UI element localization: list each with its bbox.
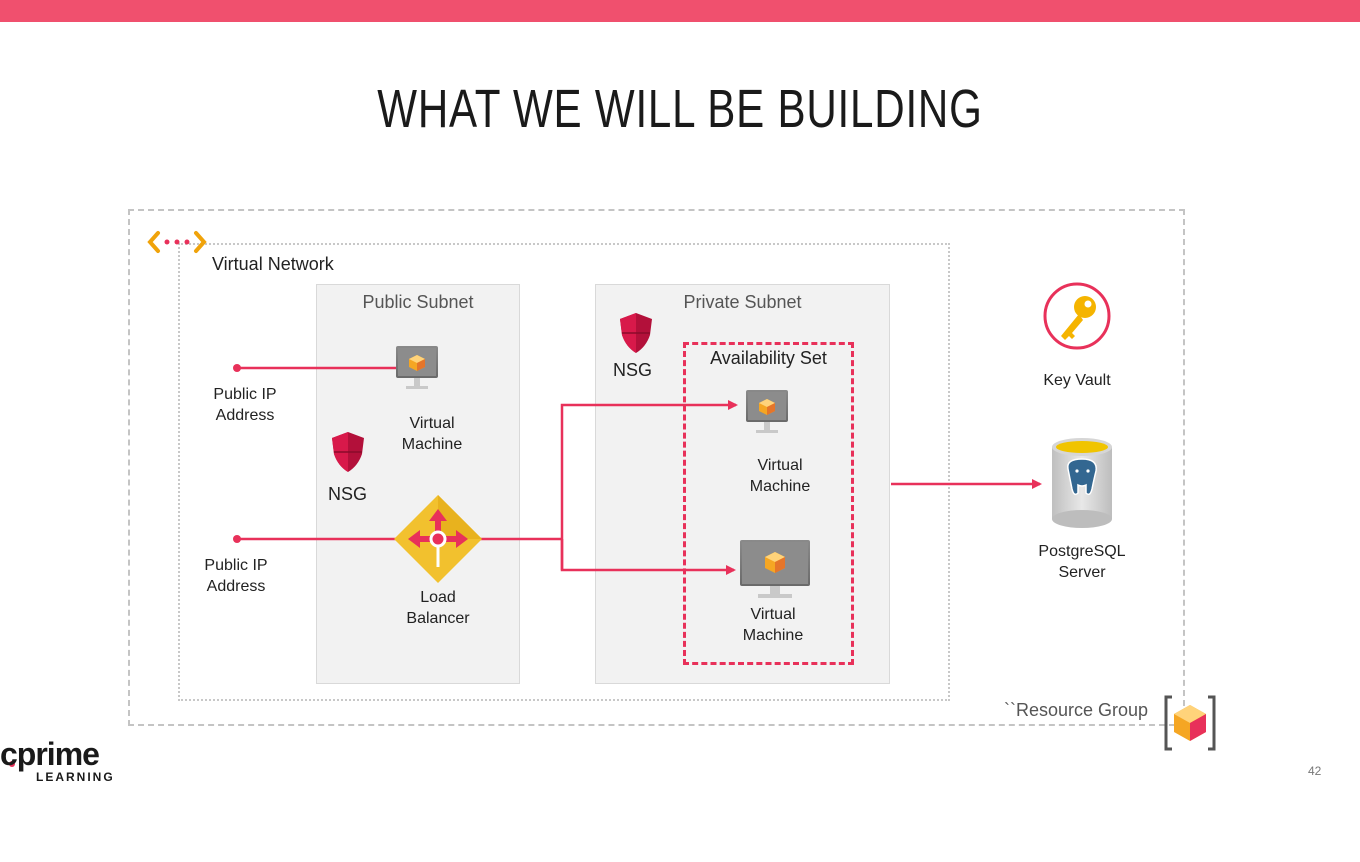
load-balancer-connectors xyxy=(478,400,738,575)
logo-main-text: cprime xyxy=(0,736,100,772)
resource-group-boundary xyxy=(128,209,1185,726)
virtual-network-icon xyxy=(147,231,207,253)
availability-set-box xyxy=(683,342,854,665)
postgresql-server-icon xyxy=(1052,438,1112,528)
public-ip-2-label: Public IP Address xyxy=(204,557,268,595)
vm-private-2-label: Virtual Machine xyxy=(742,606,804,644)
vm-private-1-label: Virtual Machine xyxy=(749,457,811,495)
nsg-private-shield-icon xyxy=(620,313,652,353)
key-vault-label: Key Vault xyxy=(1043,372,1111,389)
top-accent-bar xyxy=(0,0,1360,22)
postgresql-server-label: PostgreSQL Server xyxy=(1038,543,1126,581)
resource-group-icon xyxy=(1164,695,1216,751)
virtual-network-label: Virtual Network xyxy=(212,254,334,274)
public-ip-2-connector xyxy=(233,535,400,543)
load-balancer-label: Load Balancer xyxy=(406,589,470,627)
public-subnet-label: Public Subnet xyxy=(362,292,474,312)
vm-private-1-icon xyxy=(746,390,788,433)
key-vault-icon xyxy=(1043,282,1111,350)
vm-public-icon xyxy=(396,346,438,389)
load-balancer-icon xyxy=(394,495,482,583)
public-ip-1-connector xyxy=(233,364,398,372)
nsg-private-label: NSG xyxy=(613,360,653,380)
public-ip-1-label: Public IP Address xyxy=(213,386,277,424)
logo-sub-text: LEARNING xyxy=(36,770,115,784)
vm-public-label: Virtual Machine xyxy=(401,415,463,453)
cprime-logo-mark-icon xyxy=(9,761,15,767)
nsg-public-label: NSG xyxy=(328,484,368,504)
private-subnet-label: Private Subnet xyxy=(683,292,802,312)
cprime-learning-logo: cprime LEARNING xyxy=(0,738,115,784)
vm-private-2-icon xyxy=(740,540,810,598)
private-subnet-box xyxy=(595,284,890,684)
resource-group-label: ``Resource Group xyxy=(1000,700,1153,721)
slide-title: WHAT WE WILL BE BUILDING xyxy=(377,79,983,139)
virtual-network-boundary xyxy=(178,243,950,701)
page-number: 42 xyxy=(1308,764,1322,778)
nsg-public-shield-icon xyxy=(332,432,364,472)
availability-set-label: Availability Set xyxy=(710,348,827,368)
